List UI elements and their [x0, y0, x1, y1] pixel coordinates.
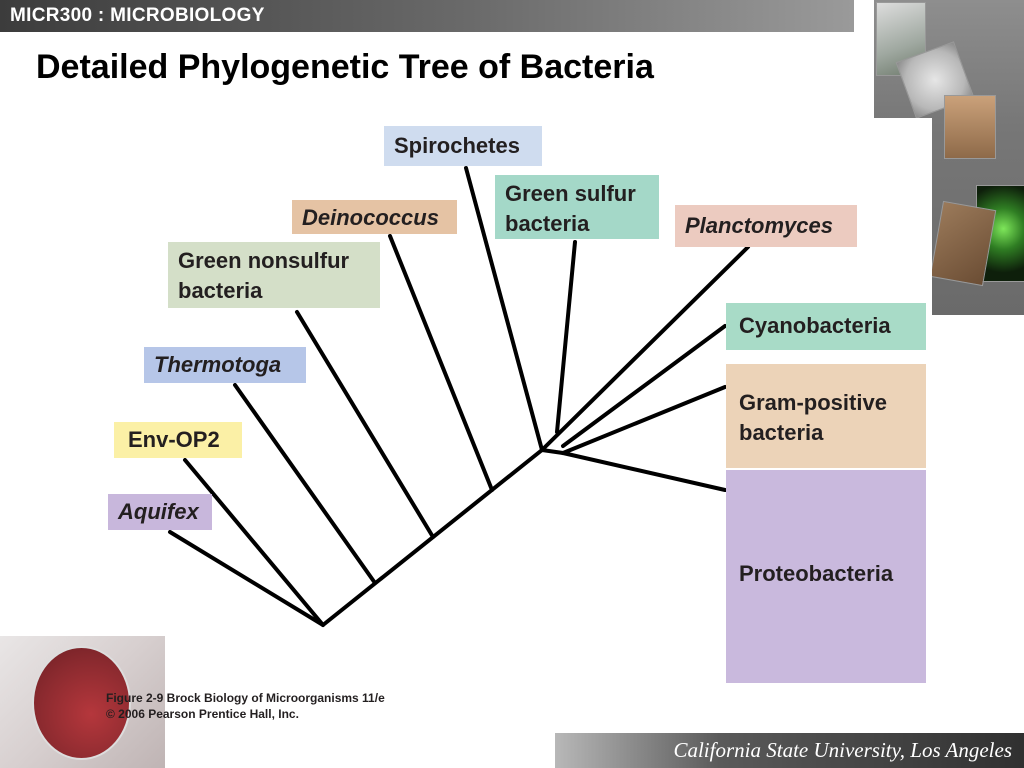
collage-white-panel	[874, 118, 932, 315]
branch-green-nonsulfur	[295, 310, 435, 539]
branch-stem-proteo	[540, 448, 565, 455]
photo-collage	[874, 0, 1024, 315]
label-gram-positive: Gram-positive bacteria	[726, 364, 926, 468]
label-thermotoga: Thermotoga	[144, 347, 306, 383]
course-title: MICR300 : MICROBIOLOGY	[10, 5, 265, 26]
label-deinococcus: Deinococcus	[292, 200, 457, 234]
caption-line-1: Figure 2-9 Brock Biology of Microorganis…	[106, 691, 385, 705]
petri-dish-plate	[32, 646, 131, 760]
branch-deinococcus	[388, 234, 494, 492]
branch-planctomyces	[540, 245, 750, 452]
petri-dish-photo	[0, 636, 165, 768]
figure-caption: Figure 2-9 Brock Biology of Microorganis…	[106, 690, 436, 722]
page-title: Detailed Phylogenetic Tree of Bacteria	[36, 48, 654, 86]
label-planctomyces: Planctomyces	[675, 205, 857, 247]
label-aquifex: Aquifex	[108, 494, 212, 530]
label-spirochetes: Spirochetes	[384, 126, 542, 166]
university-name: California State University, Los Angeles	[673, 738, 1012, 762]
branch-thermotoga	[233, 383, 377, 585]
branch-env-op2	[183, 458, 325, 627]
branch-gram-positive	[561, 385, 727, 455]
caption-line-2: © 2006 Pearson Prentice Hall, Inc.	[106, 707, 299, 721]
label-green-sulfur: Green sulfur bacteria	[495, 175, 659, 239]
label-cyanobacteria: Cyanobacteria	[726, 303, 926, 350]
course-header-bar: MICR300 : MICROBIOLOGY	[0, 0, 854, 32]
branch-proteobacteria	[561, 451, 727, 492]
label-env-op2: Env-OP2	[114, 422, 242, 458]
label-green-nonsulfur: Green nonsulfur bacteria	[168, 242, 380, 308]
branch-aquifex	[168, 530, 325, 627]
label-proteobacteria: Proteobacteria	[726, 470, 926, 683]
university-footer-bar: California State University, Los Angeles	[555, 733, 1024, 768]
branch-cyanobacteria	[561, 324, 727, 448]
branch-spirochetes	[464, 166, 544, 452]
microscope-photo	[944, 95, 996, 159]
branch-green-sulfur	[555, 240, 577, 434]
